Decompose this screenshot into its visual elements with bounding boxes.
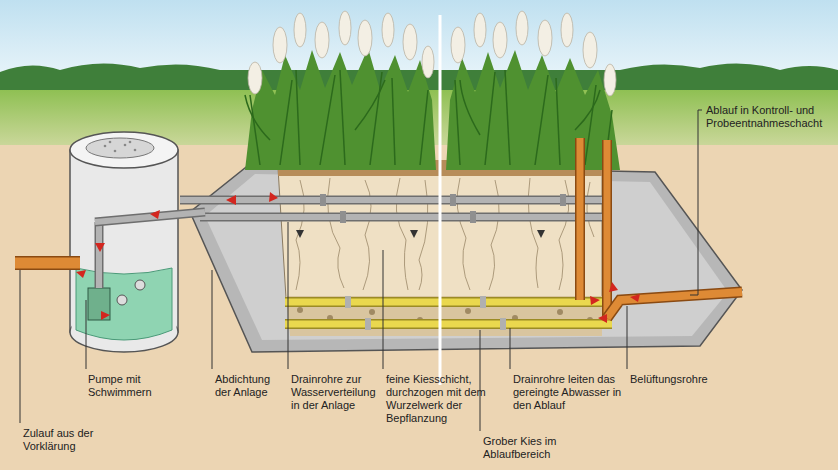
- liner-label: Abdichtung der Anlage: [215, 373, 287, 399]
- drain-pipe-label: Drainrohre leiten das gereingte Abwasser…: [513, 373, 625, 412]
- vent-pipe-label: Belüftungsrohre: [630, 373, 730, 386]
- coarse-gravel-label: Grober Kies im Ablaufbereich: [483, 435, 595, 461]
- fine-gravel-label: feine Kiesschicht, durchzogen mit dem Wu…: [386, 373, 490, 425]
- pump-label: Pumpe mit Schwimmern: [88, 373, 188, 399]
- inlet-label: Zulauf aus der Vorklärung: [23, 427, 123, 453]
- outlet-label: Ablauf in Kontroll- und Probeentnahmesch…: [706, 104, 834, 130]
- distribution-pipe-label: Drainrohre zur Wasserverteilung in der A…: [291, 373, 381, 412]
